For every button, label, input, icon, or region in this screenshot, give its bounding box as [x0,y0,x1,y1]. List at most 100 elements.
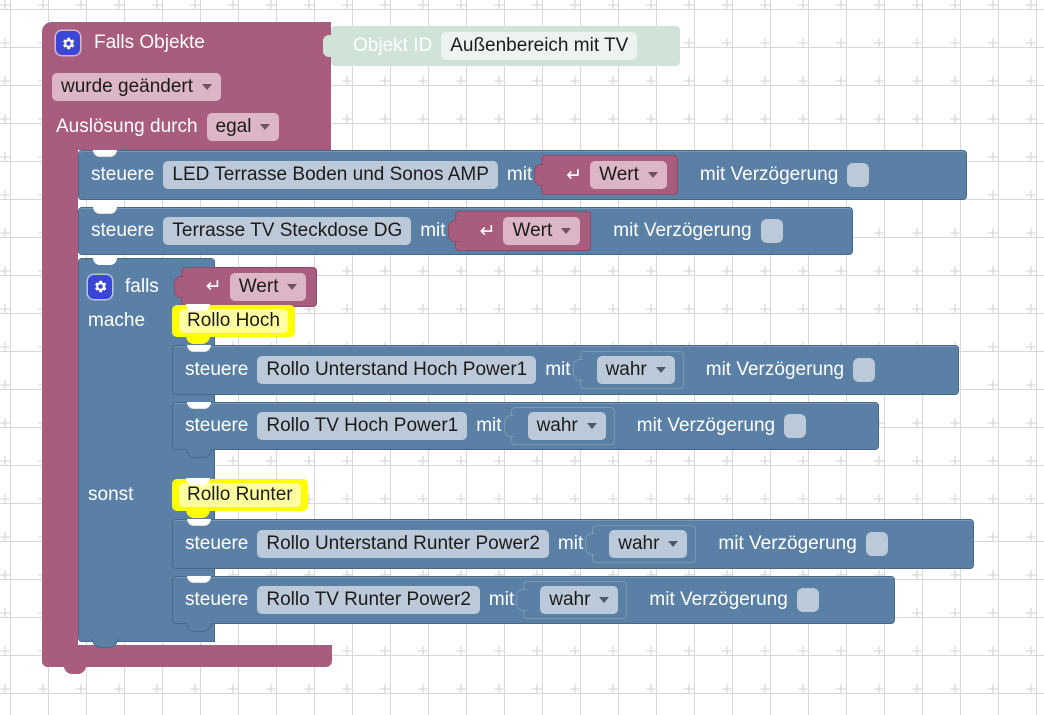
statement-with-label: mit [557,533,584,554]
comment-label-do-field[interactable]: Rollo Hoch [179,309,288,333]
statement-target-value: LED Terrasse Boden und Sonos AMP [172,164,489,186]
delay-checkbox[interactable] [796,588,819,612]
statement-with-label: mit [506,164,533,185]
else-label: sonst [88,484,134,505]
value-dropdown-value: Wert [512,220,553,242]
gear-icon[interactable] [88,274,112,299]
delay-label: mit Verzögerung [649,589,788,610]
delay-checkbox[interactable] [784,414,807,438]
statement-target-dropdown[interactable]: Rollo Unterstand Runter Power2 [257,530,549,558]
return-arrow-icon: ↵ [566,164,583,186]
if-label: falls [125,275,159,297]
value-dropdown[interactable]: Wert [503,217,581,245]
statement-target-value: Terrasse TV Steckdose DG [172,220,403,242]
if-condition-dropdown[interactable]: Wert [229,273,307,301]
statement-verb: steuere [185,589,249,610]
statement-target-value: Rollo Unterstand Hoch Power1 [266,359,528,381]
statement-row[interactable]: steuere Rollo Unterstand Hoch Power1 mit… [172,345,959,395]
boolean-block-plug [503,415,514,437]
statement-verb: steuere [91,164,155,185]
value-dropdown[interactable]: Wert [590,161,667,189]
trigger-event-dropdown[interactable]: wurde geändert [52,73,222,101]
delay-checkbox[interactable] [760,219,783,243]
boolean-block[interactable]: wahr [572,351,684,389]
object-id-label: Objekt ID [353,35,433,56]
statement-target-value: Rollo TV Runter Power2 [266,589,471,611]
boolean-block[interactable]: wahr [503,407,615,445]
delay-label: mit Verzögerung [636,415,776,436]
delay-label: mit Verzögerung [699,164,839,185]
delay-checkbox[interactable] [853,358,876,382]
if-condition-value: Wert [238,276,279,297]
chevron-down-icon [202,83,213,90]
statement-verb: steuere [185,533,249,554]
trigger-block-foot [42,645,332,667]
return-arrow-icon: ↵ [479,220,496,242]
return-arrow-icon: ↵ [205,276,222,298]
comment-label-else[interactable]: Rollo Runter [172,478,308,518]
comment-label-do[interactable]: Rollo Hoch [172,304,295,344]
statement-target-dropdown[interactable]: Rollo TV Runter Power2 [257,586,480,614]
statement-row[interactable]: steuere Terrasse TV Steckdose DG mit ↵ W… [78,207,853,255]
trigger-event-dropdown-value: wurde geändert [61,76,194,97]
statement-row[interactable]: steuere LED Terrasse Boden und Sonos AMP… [78,150,967,200]
comment-label-else-field[interactable]: Rollo Runter [179,483,301,507]
boolean-dropdown[interactable]: wahr [527,412,606,440]
trigger-source-label: Auslösung durch [56,115,198,137]
boolean-dropdown-value: wahr [536,415,578,437]
gear-icon[interactable] [56,31,80,55]
boolean-dropdown-value: wahr [549,589,591,611]
trigger-event-row: wurde geändert [52,73,222,101]
trigger-source-row: Auslösung durch egal [56,113,280,141]
chevron-down-icon [599,597,610,603]
trigger-source-dropdown-value: egal [215,116,252,137]
delay-label: mit Verzögerung [718,533,857,554]
statement-with-label: mit [476,415,502,436]
if-condition-value-block[interactable]: ↵ Wert [173,267,318,307]
object-id-block[interactable]: Objekt ID Außenbereich mit TV [323,26,680,66]
delay-checkbox[interactable] [847,163,870,187]
value-dropdown-value: Wert [599,164,639,186]
statement-target-dropdown[interactable]: Rollo TV Hoch Power1 [257,412,468,440]
statement-row[interactable]: steuere Rollo Unterstand Runter Power2 m… [172,519,974,569]
statement-target-dropdown[interactable]: LED Terrasse Boden und Sonos AMP [163,161,498,189]
statement-target-value: Rollo TV Hoch Power1 [266,415,459,437]
statement-row[interactable]: steuere Rollo TV Runter Power2 mit wahr … [172,576,895,624]
statement-with-label: mit [545,359,571,380]
trigger-block-bottom-notch [64,665,86,674]
value-block-plug [534,164,545,186]
chevron-down-icon [647,172,658,178]
boolean-block[interactable]: wahr [585,525,697,563]
statement-target-dropdown[interactable]: Rollo Unterstand Hoch Power1 [257,356,537,384]
comment-label-else-text: Rollo Runter [187,484,293,505]
object-id-value: Außenbereich mit TV [450,35,629,57]
do-label: mache [88,310,146,331]
object-id-field[interactable]: Außenbereich mit TV [441,32,638,60]
do-label-row: mache [88,310,145,332]
boolean-dropdown[interactable]: wahr [540,586,619,614]
boolean-dropdown[interactable]: wahr [609,530,688,558]
trigger-source-dropdown[interactable]: egal [206,113,280,141]
statement-row[interactable]: steuere Rollo TV Hoch Power1 mit wahr mi… [172,402,879,450]
boolean-block-plug [585,533,596,555]
chevron-down-icon [260,123,271,130]
else-label-row: sonst [88,484,133,506]
trigger-title: Falls Objekte [94,32,205,53]
statement-with-label: mit [488,589,515,610]
delay-checkbox[interactable] [865,532,888,556]
chevron-down-icon [586,423,597,429]
object-id-plug [323,35,333,57]
value-block[interactable]: ↵ Wert [534,155,678,195]
statement-with-label: mit [420,220,446,241]
delay-label: mit Verzögerung [705,359,845,380]
chevron-down-icon [668,541,679,547]
value-block[interactable]: ↵ Wert [447,211,592,251]
boolean-block[interactable]: wahr [516,581,628,619]
statement-target-dropdown[interactable]: Terrasse TV Steckdose DG [163,217,412,245]
boolean-dropdown[interactable]: wahr [596,356,675,384]
statement-target-value: Rollo Unterstand Runter Power2 [266,533,540,555]
boolean-block-plug [516,589,527,611]
statement-verb: steuere [91,220,155,241]
trigger-title-row: Falls Objekte [56,31,205,55]
